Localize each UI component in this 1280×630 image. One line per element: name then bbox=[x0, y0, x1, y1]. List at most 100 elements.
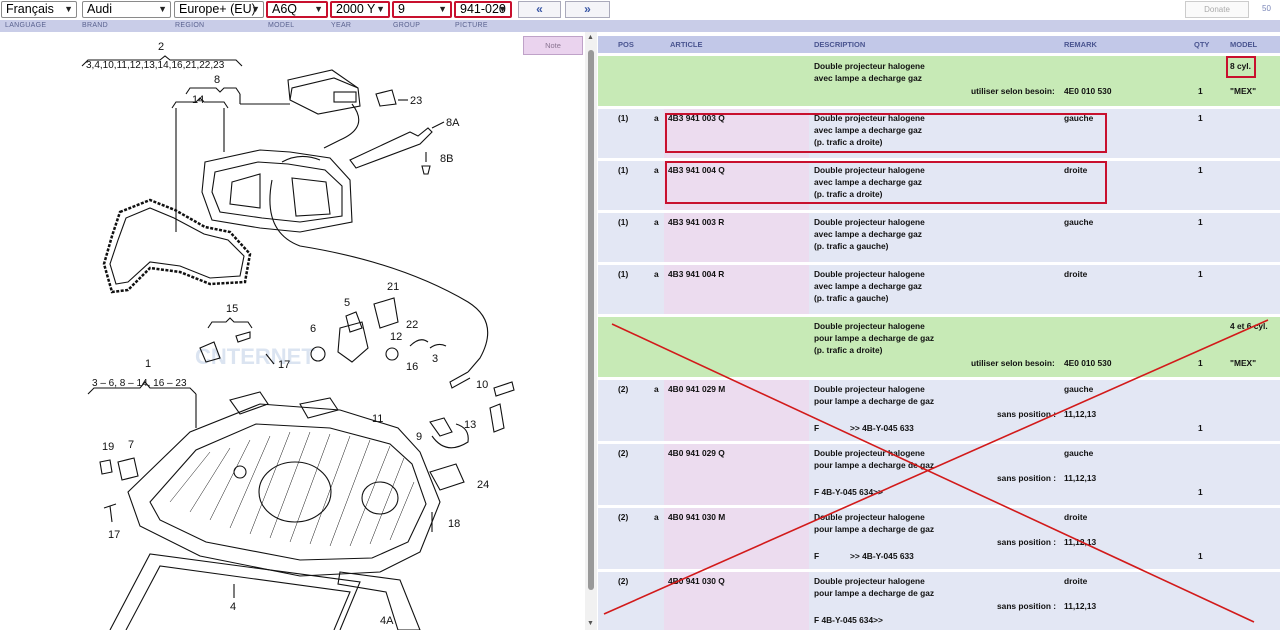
row-sans-value: 11,12,13 bbox=[1064, 601, 1097, 611]
row-pos: (1) bbox=[618, 113, 629, 123]
region-select[interactable]: Europe+ (EU)▼ bbox=[174, 1, 264, 18]
article-column-bg bbox=[664, 161, 809, 210]
row-description-line: pour lampe a decharge de gaz bbox=[814, 588, 935, 598]
row-fahrgestell: F bbox=[814, 423, 820, 433]
row-description-line: avec lampe a decharge gaz bbox=[814, 229, 922, 239]
table-row-group[interactable]: Double projecteur halogene avec lampe a … bbox=[598, 56, 1280, 106]
chevron-down-icon: ▼ bbox=[438, 4, 447, 14]
row-remark: droite bbox=[1064, 165, 1088, 175]
diagram-label-14: 14 bbox=[192, 94, 204, 106]
year-select[interactable]: 2000 Y▼ bbox=[330, 1, 390, 18]
article-column-bg bbox=[664, 213, 809, 262]
row-description-line: Double projecteur halogene bbox=[814, 165, 925, 175]
header-model: MODEL bbox=[1230, 40, 1258, 49]
row-description-line: Double projecteur halogene bbox=[814, 576, 925, 586]
row-qty: 1 bbox=[1198, 358, 1203, 368]
brand-value: Audi bbox=[87, 2, 113, 16]
article-column-bg bbox=[664, 109, 809, 158]
donate-button[interactable]: Donate bbox=[1185, 1, 1249, 18]
model-select[interactable]: A6Q▼ bbox=[266, 1, 328, 18]
diagram-scrollbar[interactable]: ▲ ▼ bbox=[585, 32, 597, 630]
diagram-label-8b: 8B bbox=[440, 153, 453, 165]
row-sans-label: sans position : bbox=[997, 473, 1057, 483]
row-ab: a bbox=[654, 217, 659, 227]
brand-select[interactable]: Audi▼ bbox=[82, 1, 171, 18]
picture-select[interactable]: 941-020▼ bbox=[454, 1, 512, 18]
row-article[interactable]: 4B3 941 004 R bbox=[668, 269, 725, 279]
row-description-line: Double projecteur halogene bbox=[814, 113, 925, 123]
diagram-label-15: 15 bbox=[226, 303, 238, 315]
row-description-line: Double projecteur halogene bbox=[814, 61, 925, 71]
diagram-label-23: 23 bbox=[410, 95, 422, 107]
diagram-label-17-bottom: 17 bbox=[108, 529, 120, 541]
chevron-down-icon: ▼ bbox=[376, 4, 385, 14]
next-button[interactable]: » bbox=[565, 1, 610, 18]
diagram-label-18: 18 bbox=[448, 518, 460, 530]
row-qty: 1 bbox=[1198, 551, 1203, 561]
table-row[interactable]: (2) a 4B0 941 029 M Double projecteur ha… bbox=[598, 380, 1280, 441]
scroll-down-icon[interactable]: ▼ bbox=[587, 620, 594, 627]
row-remark: gauche bbox=[1064, 448, 1094, 458]
diagram-label-16: 16 bbox=[406, 361, 418, 373]
note-button[interactable]: Note bbox=[523, 36, 583, 55]
diagram-label-2: 2 bbox=[158, 41, 164, 53]
row-article[interactable]: 4B3 941 003 R bbox=[668, 217, 725, 227]
row-article[interactable]: 4B3 941 003 Q bbox=[668, 113, 725, 123]
language-select[interactable]: Français▼ bbox=[1, 1, 77, 18]
row-description-line: (p. trafic a gauche) bbox=[814, 293, 889, 303]
label-year: YEAR bbox=[331, 22, 352, 29]
row-ab: a bbox=[654, 165, 659, 175]
diagram-label-7: 7 bbox=[128, 439, 134, 451]
label-picture: PICTURE bbox=[455, 22, 488, 29]
row-description-line: pour lampe a decharge de gaz bbox=[814, 396, 935, 406]
row-pos: (1) bbox=[618, 269, 629, 279]
diagram-label-9: 9 bbox=[416, 431, 422, 443]
picture-value: 941-020 bbox=[460, 2, 506, 16]
row-ab: a bbox=[654, 512, 659, 522]
previous-button[interactable]: « bbox=[518, 1, 561, 18]
table-row[interactable]: (1) a 4B3 941 003 R Double projecteur ha… bbox=[598, 213, 1280, 262]
row-sans-label: sans position : bbox=[997, 601, 1057, 611]
row-article[interactable]: 4B0 941 030 M bbox=[668, 512, 726, 522]
group-select[interactable]: 9▼ bbox=[392, 1, 452, 18]
row-description-line: Double projecteur halogene bbox=[814, 448, 925, 458]
row-description-line: Double projecteur halogene bbox=[814, 269, 925, 279]
label-group: GROUP bbox=[393, 22, 421, 29]
row-qty: 1 bbox=[1198, 423, 1203, 433]
row-description-line: (p. trafic a gauche) bbox=[814, 241, 889, 251]
row-qty: 1 bbox=[1198, 86, 1203, 96]
chevron-down-icon: ▼ bbox=[314, 4, 323, 14]
row-article[interactable]: 4B3 941 004 Q bbox=[668, 165, 725, 175]
row-description-line: (p. trafic a droite) bbox=[814, 137, 883, 147]
table-header: POS ARTICLE DESCRIPTION REMARK QTY MODEL bbox=[598, 36, 1280, 53]
table-row[interactable]: (1) a 4B3 941 004 Q Double projecteur ha… bbox=[598, 161, 1280, 210]
row-model-market: "MEX" bbox=[1230, 86, 1257, 96]
row-pos: (2) bbox=[618, 512, 629, 522]
table-row[interactable]: (1) a 4B3 941 003 Q Double projecteur ha… bbox=[598, 109, 1280, 158]
row-fahrgestell-range: >> 4B-Y-045 633 bbox=[850, 551, 914, 561]
scroll-thumb[interactable] bbox=[588, 50, 594, 590]
parts-diagram[interactable]: CNTERNET 2 3,4,10,11,12,13,14,16,21,22,2… bbox=[0, 32, 585, 630]
selector-label-bar: LANGUAGE BRAND REGION MODEL YEAR GROUP P… bbox=[0, 20, 1280, 32]
table-row[interactable]: (2) 4B0 941 030 Q Double projecteur halo… bbox=[598, 572, 1280, 630]
row-article[interactable]: 4B0 941 029 Q bbox=[668, 448, 725, 458]
table-row[interactable]: (2) a 4B0 941 030 M Double projecteur ha… bbox=[598, 508, 1280, 569]
row-fahrgestell-range: >> 4B-Y-045 633 bbox=[850, 423, 914, 433]
diagram-label-22: 22 bbox=[406, 319, 418, 331]
toolbar: Français▼ Audi▼ Europe+ (EU)▼ A6Q▼ 2000 … bbox=[0, 0, 1280, 20]
row-qty: 1 bbox=[1198, 113, 1203, 123]
table-row[interactable]: (1) a 4B3 941 004 R Double projecteur ha… bbox=[598, 265, 1280, 314]
row-article[interactable]: 4B0 941 030 Q bbox=[668, 576, 725, 586]
language-value: Français bbox=[6, 2, 54, 16]
row-article[interactable]: 4B0 941 029 M bbox=[668, 384, 726, 394]
row-description-line: avec lampe a decharge gaz bbox=[814, 281, 922, 291]
diagram-label-6: 6 bbox=[310, 323, 316, 335]
header-pos: POS bbox=[618, 40, 634, 49]
row-qty: 1 bbox=[1198, 217, 1203, 227]
row-remark: droite bbox=[1064, 512, 1088, 522]
scroll-up-icon[interactable]: ▲ bbox=[587, 34, 594, 41]
table-row-group[interactable]: Double projecteur halogene pour lampe a … bbox=[598, 317, 1280, 377]
row-description-line: (p. trafic a droite) bbox=[814, 189, 883, 199]
row-pos: (2) bbox=[618, 384, 629, 394]
table-row[interactable]: (2) 4B0 941 029 Q Double projecteur halo… bbox=[598, 444, 1280, 505]
